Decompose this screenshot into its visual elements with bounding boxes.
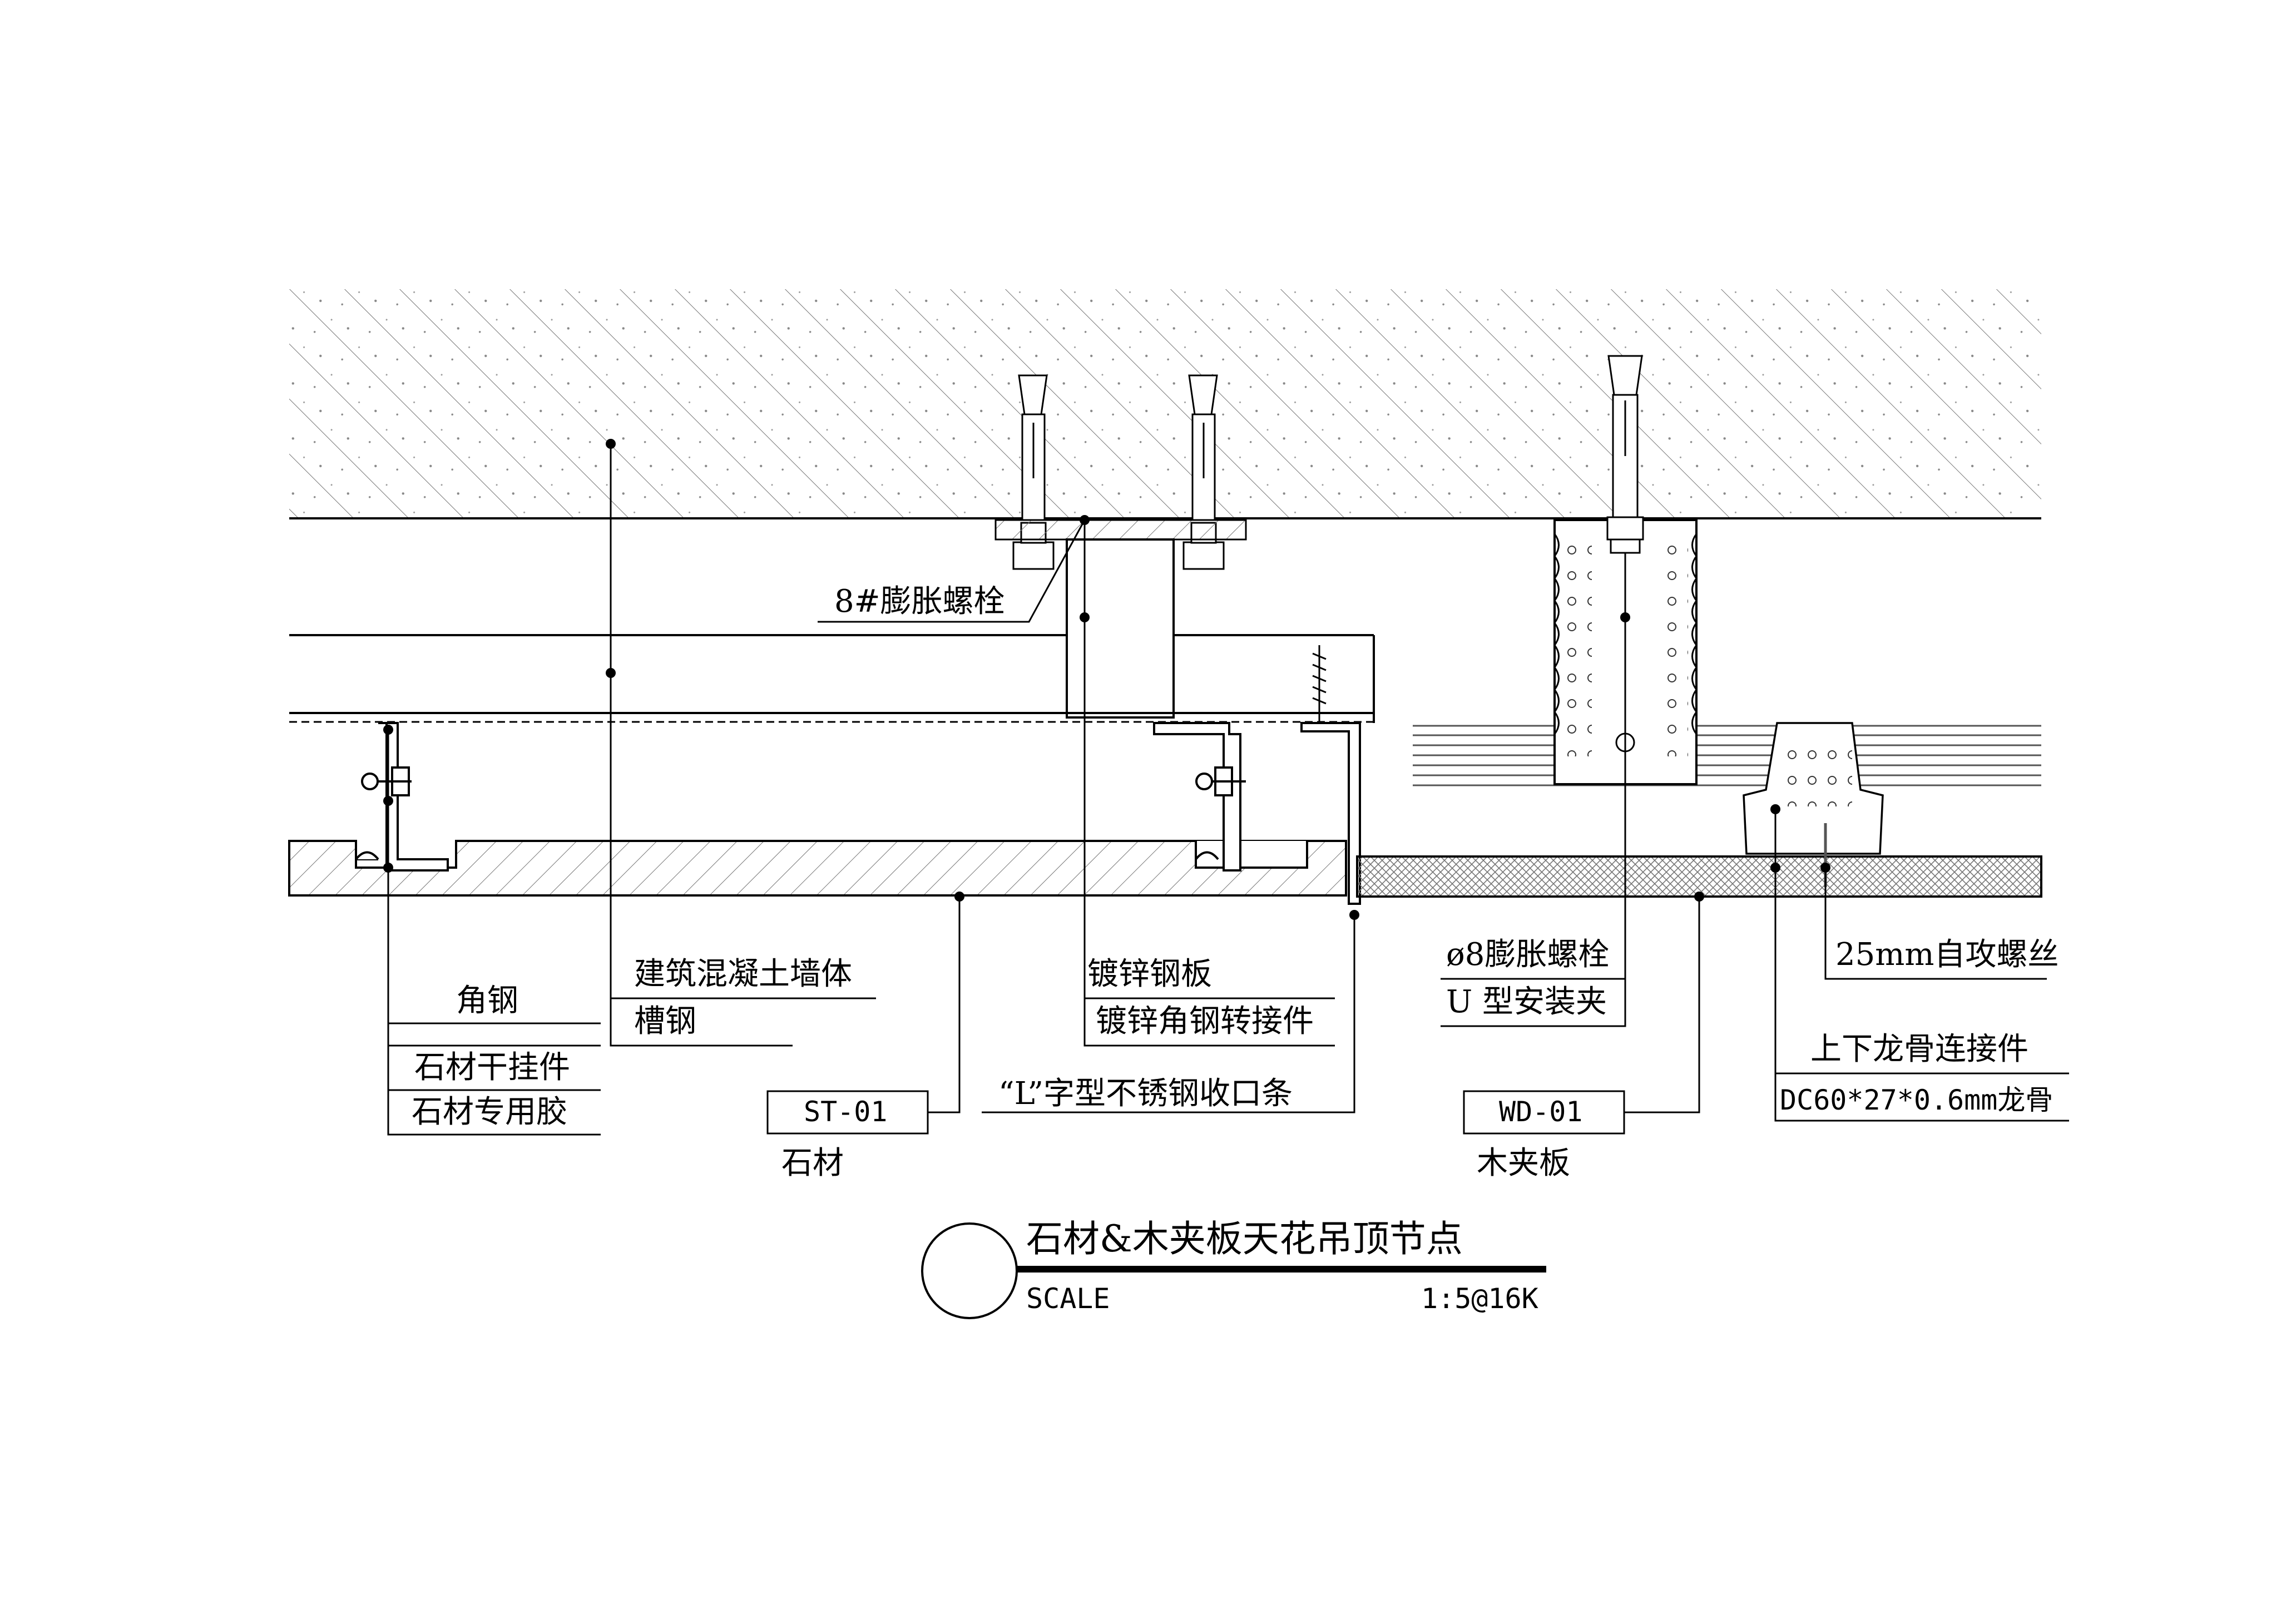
label-expansion-bolt-8: 8#膨胀螺栓	[834, 583, 1005, 620]
scale-label: SCALE	[1026, 1283, 1110, 1315]
keel-connector	[1743, 722, 1884, 855]
stone-hanger-left	[355, 722, 449, 872]
label-l-trim: “L”字型不锈钢收口条	[998, 1076, 1293, 1112]
label-concrete-wall: 建筑混凝土墙体	[634, 956, 852, 992]
dc60-keel	[1413, 725, 2041, 786]
galvanized-angle-adapter	[1066, 538, 1175, 719]
galvanized-steel-plate	[994, 519, 1247, 541]
drawing-title: 石材&木夹板天花吊顶节点	[1026, 1217, 1463, 1260]
leader-dots	[383, 439, 1830, 920]
label-channel-steel: 槽钢	[634, 1003, 696, 1039]
wood-plywood-panel	[1356, 855, 2042, 898]
stone-panel	[288, 840, 1347, 897]
label-u-clip: U 型安装夹	[1446, 984, 1607, 1020]
label-galv-plate: 镀锌钢板	[1087, 956, 1212, 992]
label-screw-25: 25mm自攻螺丝	[1835, 937, 2059, 973]
label-stone-hanger: 石材干挂件	[414, 1049, 570, 1086]
scale-value: 1:5@16K	[1421, 1283, 1538, 1315]
concrete-slab	[289, 289, 2041, 519]
leader-lines	[387, 444, 2069, 1136]
label-keel-dc60: DC60*27*0.6mm龙骨	[1780, 1084, 2053, 1116]
title-block: 石材&木夹板天花吊顶节点 SCALE 1:5@16K	[921, 1217, 1546, 1319]
expansion-bolt-phi8	[1606, 355, 1644, 790]
material-code: ST-01	[804, 1096, 888, 1128]
label-angle-steel: 角钢	[456, 983, 518, 1019]
channel-steel	[289, 634, 1375, 723]
stone-hanger-right	[1153, 722, 1246, 872]
label-bolt-phi8: ø8膨胀螺栓	[1446, 937, 1609, 973]
material-tag-st01: ST-01 石材	[766, 1090, 929, 1181]
label-galv-angle-adapter: 镀锌角钢转接件	[1096, 1003, 1314, 1039]
material-name: 木夹板	[1477, 1145, 1570, 1181]
material-tag-wd01: WD-01 木夹板	[1463, 1090, 1625, 1181]
material-name: 石材	[781, 1145, 844, 1181]
label-stone-glue: 石材专用胶	[412, 1094, 567, 1130]
l-stainless-trim	[1300, 722, 1361, 905]
material-code: WD-01	[1499, 1096, 1583, 1128]
self-tapping-screw-top	[1312, 645, 1327, 723]
label-keel-connector: 上下龙骨连接件	[1810, 1031, 2028, 1067]
title-circle	[921, 1222, 1018, 1319]
